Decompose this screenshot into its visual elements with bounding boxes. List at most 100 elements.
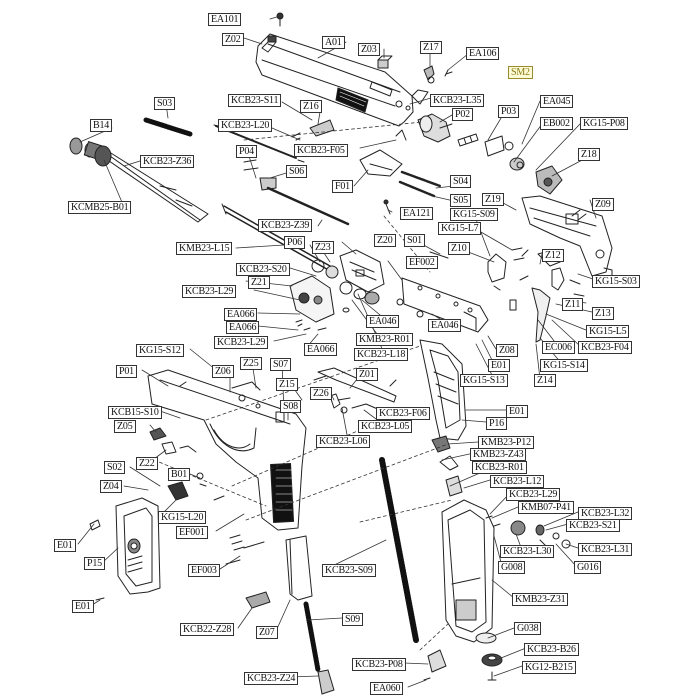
part-label-ea121: EA121 (400, 207, 434, 220)
part-label-kcb23-p08: KCB23-P08 (352, 658, 406, 671)
part-label-ea106: EA106 (466, 47, 500, 60)
part-label-g008: G008 (498, 561, 526, 574)
part-label-z16: Z16 (300, 100, 322, 113)
part-label-kcb23-z39: KCB23-Z39 (258, 219, 313, 232)
part-label-z15: Z15 (276, 378, 298, 391)
part-label-kcb23-l05: KCB23-L05 (358, 420, 413, 433)
piston-drawing (417, 113, 563, 195)
part-label-ea060: EA060 (370, 682, 404, 695)
part-label-kmb23-l15: KMB23-L15 (176, 242, 233, 255)
part-label-s03: S03 (154, 97, 175, 110)
part-label-ef002: EF002 (406, 256, 438, 269)
part-label-kcb15-s10: KCB15-S10 (108, 406, 162, 419)
part-label-z17: Z17 (420, 41, 442, 54)
mainspring-housing-drawing (225, 535, 335, 695)
part-label-s08: S08 (280, 400, 301, 413)
magazine-spring-drawing (379, 457, 419, 643)
part-label-s02: S02 (104, 461, 125, 474)
part-label-z14: Z14 (534, 374, 556, 387)
part-label-z09: Z09 (592, 198, 614, 211)
part-label-kg15-s09: KG15-S09 (450, 208, 498, 221)
part-label-g038: G038 (514, 622, 542, 635)
part-label-ef001: EF001 (176, 526, 208, 539)
part-label-kcb23-l29-middle: KCB23-L29 (214, 336, 269, 349)
part-label-kcb23-f05: KCB23-F05 (294, 144, 348, 157)
part-label-e01-upper: E01 (488, 359, 510, 372)
part-label-e01-left: E01 (54, 539, 76, 552)
part-label-ea046-left: EA046 (366, 315, 400, 328)
part-label-kcb23-s20: KCB23-S20 (236, 263, 290, 276)
part-label-kg15-s14: KG15-S14 (540, 359, 588, 372)
part-label-z08: Z08 (496, 344, 518, 357)
part-label-z25: Z25 (240, 357, 262, 370)
part-label-ea066-lower: EA066 (304, 343, 338, 356)
part-label-z26: Z26 (310, 387, 332, 400)
part-label-z05: Z05 (114, 420, 136, 433)
part-label-f01: F01 (332, 180, 353, 193)
part-label-z06: Z06 (212, 365, 234, 378)
slide-drawing (255, 33, 414, 127)
part-label-kcb23-l31: KCB23-L31 (578, 543, 633, 556)
part-label-eb002: EB002 (540, 117, 573, 130)
part-label-kcb23-z36: KCB23-Z36 (140, 155, 195, 168)
part-label-kg15-s03: KG15-S03 (592, 275, 640, 288)
part-label-z23: Z23 (312, 241, 334, 254)
part-label-kcb23-f06: KCB23-F06 (376, 407, 430, 420)
part-label-kmb23-z43: KMB23-Z43 (470, 448, 527, 461)
part-label-z01: Z01 (356, 368, 378, 381)
part-label-kg12-b215: KG12-B215 (522, 661, 576, 674)
part-label-kg15-s12: KG15-S12 (136, 344, 184, 357)
part-label-kcb23-l29-upper: KCB23-L29 (182, 285, 237, 298)
guide-rod-drawing (359, 149, 442, 215)
part-label-p16: P16 (486, 417, 507, 430)
inner-barrel-drawing (221, 203, 353, 295)
part-label-kcb23-b26: KCB23-B26 (524, 643, 579, 656)
part-label-kcb23-l35: KCB23-L35 (430, 94, 485, 107)
part-label-z11: Z11 (562, 298, 584, 311)
part-label-s09: S09 (342, 613, 363, 626)
magazine-drawing (423, 435, 571, 681)
part-label-ea101: EA101 (208, 13, 242, 26)
part-label-kcb23-l06: KCB23-L06 (316, 435, 371, 448)
part-label-ea046-right: EA046 (428, 319, 462, 332)
part-label-kg15-p08: KG15-P08 (580, 117, 628, 130)
part-label-z04: Z04 (100, 480, 122, 493)
part-label-s01: S01 (404, 234, 425, 247)
part-label-ef003: EF003 (188, 564, 220, 577)
part-label-kcb23-s11: KCB23-S11 (228, 94, 282, 107)
part-label-z12: Z12 (542, 249, 564, 262)
part-label-b14: B14 (90, 119, 113, 132)
part-label-z03: Z03 (358, 43, 380, 56)
part-label-kcb23-l18: KCB23-L18 (354, 348, 409, 361)
part-label-kcb23-z24: KCB23-Z24 (244, 672, 299, 685)
part-label-z13: Z13 (592, 307, 614, 320)
part-label-kcb23-l20: KCB23-L20 (218, 119, 273, 132)
part-label-kcb23-l29-lower: KCB23-L29 (506, 488, 561, 501)
part-label-z18: Z18 (578, 148, 600, 161)
part-label-p06: P06 (284, 236, 305, 249)
part-label-kg15-s13: KG15-S13 (460, 374, 508, 387)
part-label-z20: Z20 (374, 234, 396, 247)
part-label-kmb23-z31: KMB23-Z31 (512, 593, 569, 606)
part-label-p02: P02 (452, 108, 473, 121)
part-label-kcb22-z28: KCB22-Z28 (180, 623, 235, 636)
part-label-e01-right: E01 (506, 405, 528, 418)
part-label-z02: Z02 (222, 33, 244, 46)
part-label-kg15-l7: KG15-L7 (438, 222, 482, 235)
part-label-kmb07-p41: KMB07-P41 (518, 501, 574, 514)
frame-drawing (147, 369, 307, 551)
part-label-kcb23-l30: KCB23-L30 (500, 545, 555, 558)
spring-and-barrel-drawing (69, 117, 350, 226)
grip-panel-right-drawing (419, 339, 467, 441)
part-label-e01-bottom: E01 (72, 600, 94, 613)
part-label-ea066-middle: EA066 (226, 321, 260, 334)
part-label-z19: Z19 (482, 193, 504, 206)
part-label-kcb23-r01: KCB23-R01 (472, 461, 527, 474)
part-label-kg15-l20: KG15-L20 (158, 511, 207, 524)
part-label-kcmb25-b01: KCMB25-B01 (68, 201, 132, 214)
slide-small-parts (276, 12, 453, 141)
part-label-s05: S05 (450, 194, 471, 207)
part-label-kcb23-s21: KCB23-S21 (566, 519, 620, 532)
part-label-g016: G016 (574, 561, 602, 574)
